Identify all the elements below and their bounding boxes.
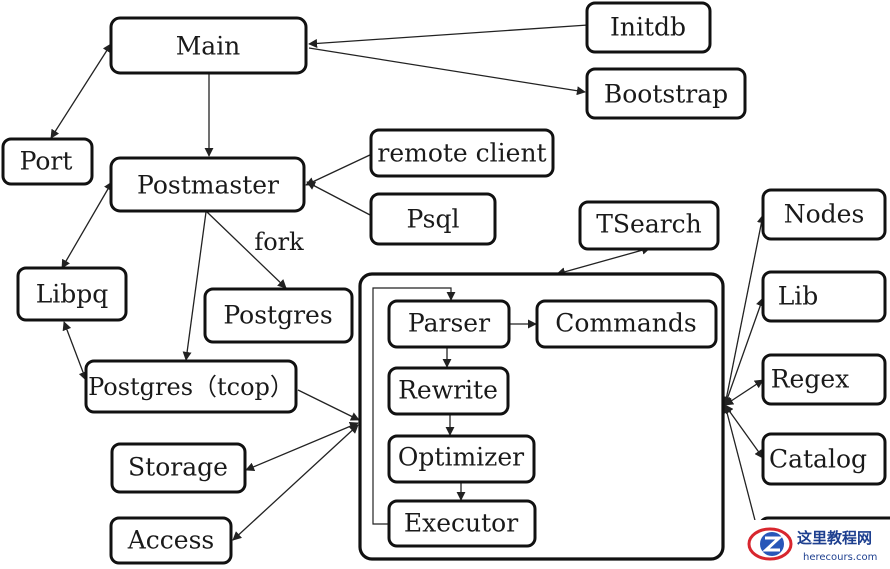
node-postgres: Postgres — [203, 287, 354, 344]
node-bootstrap-label: Bootstrap — [604, 80, 728, 109]
node-bootstrap: Bootstrap — [585, 67, 747, 120]
node-initdb-label: Initdb — [610, 13, 686, 42]
node-remote-client: remote client — [369, 128, 555, 178]
edge-postmaster-tcop — [182, 211, 207, 361]
node-storage-label: Storage — [128, 453, 228, 482]
node-executor: Executor — [387, 499, 537, 548]
watermark-logo-icon — [747, 527, 793, 561]
node-catalog-label: Catalog — [769, 445, 867, 474]
node-storage: Storage — [110, 442, 247, 494]
node-postgres-label: Postgres — [223, 301, 332, 330]
edges — [50, 24, 766, 541]
node-psql: Psql — [369, 192, 497, 246]
executor-to-parser-loop — [372, 287, 456, 525]
node-parser: Parser — [387, 299, 511, 349]
node-access-label: Access — [127, 526, 215, 555]
node-initdb: Initdb — [585, 1, 712, 54]
node-postmaster: Postmaster — [109, 156, 306, 213]
edge-regex-engine — [724, 379, 764, 406]
edge-main-port — [50, 43, 112, 139]
edge-main-bootstrap — [308, 47, 586, 96]
node-nodes-label: Nodes — [784, 200, 865, 229]
node-catalog: Catalog — [761, 432, 887, 486]
node-commands: Commands — [535, 299, 718, 349]
edge-engine-cutoff — [722, 404, 758, 529]
node-commands-label: Commands — [555, 309, 696, 338]
watermark: 这里教程网 herecours.com — [738, 520, 890, 569]
edge-initdb-main — [308, 24, 589, 48]
edge-lib-engine — [723, 297, 765, 406]
node-tsearch: TSearch — [578, 200, 720, 251]
node-postgres-tcop-label: Postgres（tcop） — [88, 373, 294, 401]
node-libpq-label: Libpq — [36, 280, 109, 309]
node-main: Main — [109, 16, 308, 75]
node-remote-client-label: remote client — [377, 139, 546, 168]
node-executor-label: Executor — [404, 509, 518, 538]
node-access: Access — [109, 516, 233, 565]
node-tsearch-label: TSearch — [596, 210, 702, 239]
node-rewrite-label: Rewrite — [398, 376, 498, 405]
watermark-site-cn: 这里教程网 — [797, 529, 872, 547]
edge-tcop-engine — [297, 389, 360, 421]
edge-storage-engine — [245, 421, 359, 472]
edge-postmaster-postgres-fork — [206, 211, 287, 289]
fork-label: fork — [254, 228, 304, 256]
node-rewrite: Rewrite — [387, 366, 510, 416]
node-port-label: Port — [20, 147, 73, 176]
node-optimizer: Optimizer — [387, 434, 536, 484]
edge-nodes-engine — [722, 214, 766, 406]
node-regex: Regex — [761, 353, 887, 406]
node-lib: Lib — [761, 270, 887, 323]
edge-catalog-engine — [724, 404, 764, 459]
node-postgres-tcop: Postgres（tcop） — [84, 359, 298, 414]
node-port: Port — [1, 137, 94, 186]
edge-psql-postmaster — [306, 181, 373, 217]
node-main-label: Main — [176, 32, 241, 61]
node-regex-label: Regex — [771, 365, 850, 394]
node-nodes: Nodes — [761, 188, 887, 241]
edge-access-engine — [232, 424, 359, 541]
node-postmaster-label: Postmaster — [137, 171, 279, 200]
node-optimizer-label: Optimizer — [398, 443, 524, 472]
node-psql-label: Psql — [407, 205, 460, 234]
node-lib-label: Lib — [778, 282, 819, 311]
engine-container: Parser Commands Rewrite Optimizer Execut… — [358, 272, 725, 561]
node-parser-label: Parser — [408, 309, 490, 338]
edge-remoteclient-postmaster — [305, 153, 373, 186]
edge-tsearch-engine — [556, 245, 651, 277]
edge-postmaster-libpq — [61, 181, 113, 269]
watermark-site-en: herecours.com — [803, 552, 877, 563]
node-libpq: Libpq — [16, 266, 128, 322]
edge-libpq-tcop — [62, 321, 88, 381]
